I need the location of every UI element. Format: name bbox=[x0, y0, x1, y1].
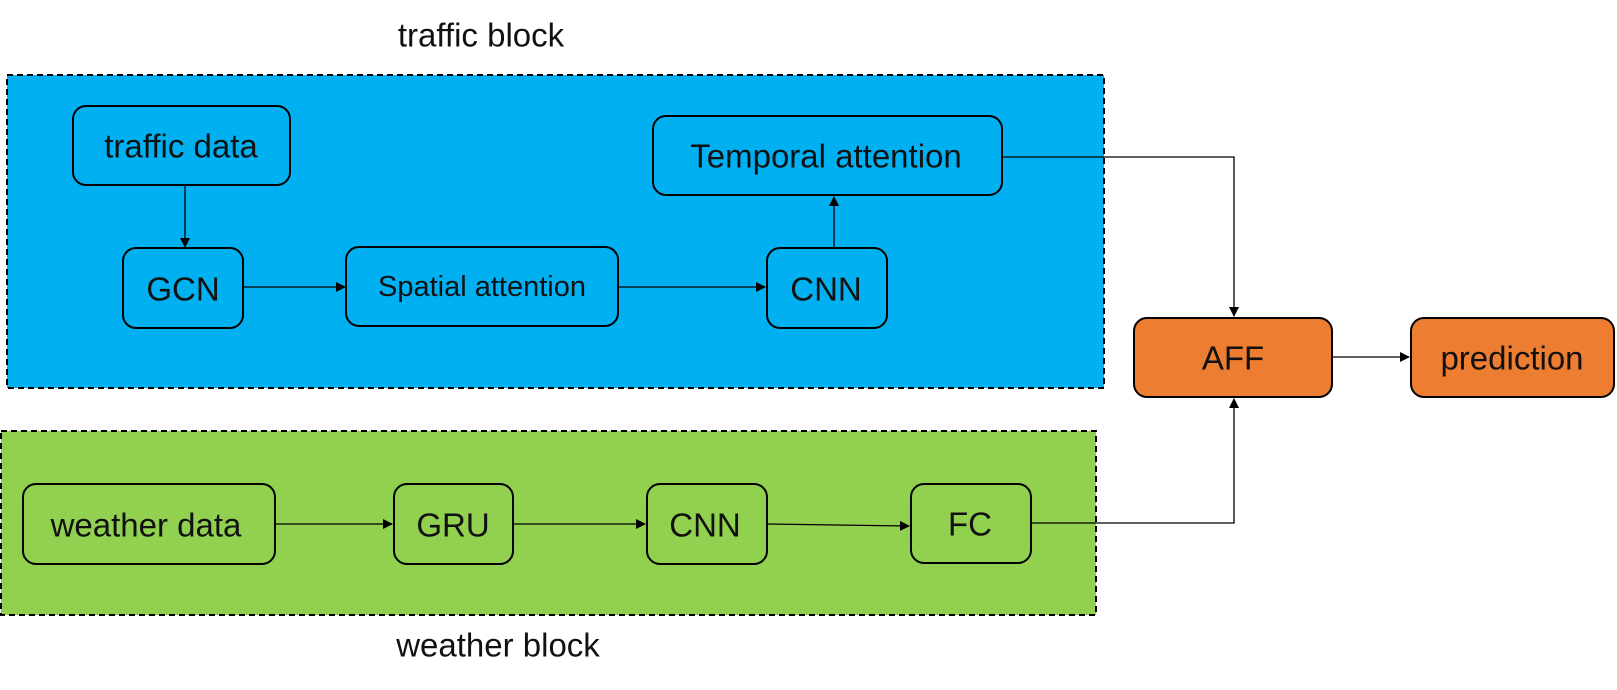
node-fc-label: FC bbox=[948, 506, 992, 543]
node-gru: GRU bbox=[393, 483, 514, 565]
node-aff-label: AFF bbox=[1202, 340, 1264, 377]
edges bbox=[180, 156, 1410, 531]
weather-block-title: weather block bbox=[395, 627, 600, 664]
node-cnn-traffic-label: CNN bbox=[790, 271, 862, 308]
node-gcn-label: GCN bbox=[146, 271, 219, 308]
node-temporal-attention-label: Temporal attention bbox=[690, 138, 962, 175]
node-prediction: prediction bbox=[1410, 317, 1615, 398]
edge-fc-to-aff bbox=[1031, 398, 1239, 524]
node-weather-data-label: weather data bbox=[50, 507, 242, 544]
node-cnn-weather: CNN bbox=[646, 483, 768, 565]
edge-temporal-attention-to-aff bbox=[1002, 156, 1239, 317]
node-cnn-weather-label: CNN bbox=[669, 507, 741, 544]
node-spatial-attention: Spatial attention bbox=[345, 246, 619, 327]
node-prediction-label: prediction bbox=[1440, 340, 1583, 377]
node-traffic-data: traffic data bbox=[72, 105, 291, 186]
node-fc: FC bbox=[910, 483, 1032, 564]
node-cnn-traffic: CNN bbox=[766, 247, 888, 329]
node-traffic-data-label: traffic data bbox=[104, 128, 258, 165]
node-gcn: GCN bbox=[122, 247, 244, 329]
node-gru-label: GRU bbox=[416, 507, 489, 544]
edge-cnn-to-fc bbox=[766, 520, 910, 531]
traffic-block-title: traffic block bbox=[398, 17, 565, 54]
node-spatial-attention-label: Spatial attention bbox=[378, 271, 586, 303]
node-aff: AFF bbox=[1133, 317, 1333, 398]
node-temporal-attention: Temporal attention bbox=[652, 115, 1003, 196]
node-weather-data: weather data bbox=[22, 483, 276, 565]
